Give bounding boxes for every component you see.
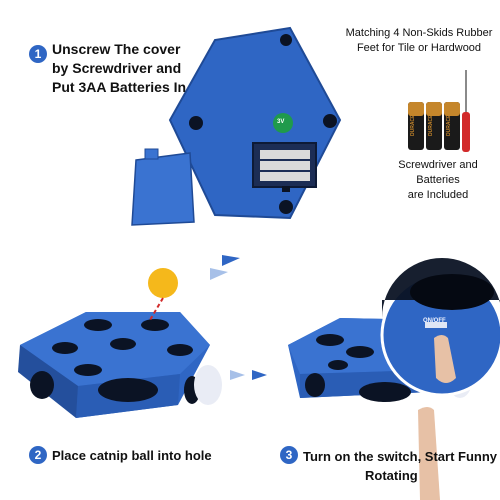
switch-label: ON/OFF	[423, 318, 446, 324]
rubber-feet-note-line-2: Feet for Tile or Hardwood	[356, 42, 482, 54]
green-sticker-label: 3V	[277, 119, 285, 125]
step-3-line-2: Rotating	[365, 468, 418, 483]
included-note-line-2: are Included	[407, 189, 469, 201]
rubber-foot	[189, 116, 203, 130]
arrow-down-to-step-2	[210, 255, 240, 280]
step-1-line-3: Put 3AA Batteries In	[52, 79, 187, 95]
included-note: Screwdriver and Batteries are Included	[378, 158, 498, 203]
catnip-ball	[148, 268, 178, 298]
battery-brand-label: DURACELL	[428, 108, 434, 137]
step-3-line-1: Turn on the switch, Start Funny	[303, 449, 498, 464]
step-1-line-1: Unscrew The cover	[52, 41, 181, 57]
zoom-detail	[380, 258, 500, 397]
arrow-right-to-step-3	[230, 370, 267, 380]
step-1-badge: 1	[29, 45, 47, 63]
toy-bottom-hexagon	[168, 26, 342, 220]
rubber-foot	[279, 200, 293, 214]
rubber-foot	[323, 114, 337, 128]
green-sticker	[273, 113, 293, 133]
step-2-badge: 2	[29, 446, 47, 464]
step-2-text: Place catnip ball into hole	[52, 447, 212, 464]
step-3-badge: 3	[280, 446, 298, 464]
batteries	[408, 102, 460, 150]
battery-brand-label: DURACELL	[446, 108, 452, 137]
toy-step-2	[18, 268, 222, 418]
finger-pressing-switch	[434, 335, 456, 383]
step-3-text: Turn on the switch, Start Funny Rotating	[303, 447, 497, 485]
screw-hole	[280, 34, 292, 46]
step-2-line-1: Place catnip ball into hole	[52, 448, 212, 463]
battery-brand-label: DURACELL	[410, 108, 416, 137]
screwdriver	[462, 70, 470, 152]
included-note-line-1: Screwdriver and Batteries	[398, 159, 478, 186]
step-1-text: Unscrew The cover by Screwdriver and Put…	[52, 40, 186, 97]
step-1-line-2: by Screwdriver and	[52, 60, 182, 76]
battery-cover	[131, 148, 195, 226]
rubber-feet-note: Matching 4 Non-Skids Rubber Feet for Til…	[344, 26, 494, 56]
pointing-hand	[418, 407, 440, 500]
rubber-feet-note-line-1: Matching 4 Non-Skids Rubber	[345, 27, 493, 39]
